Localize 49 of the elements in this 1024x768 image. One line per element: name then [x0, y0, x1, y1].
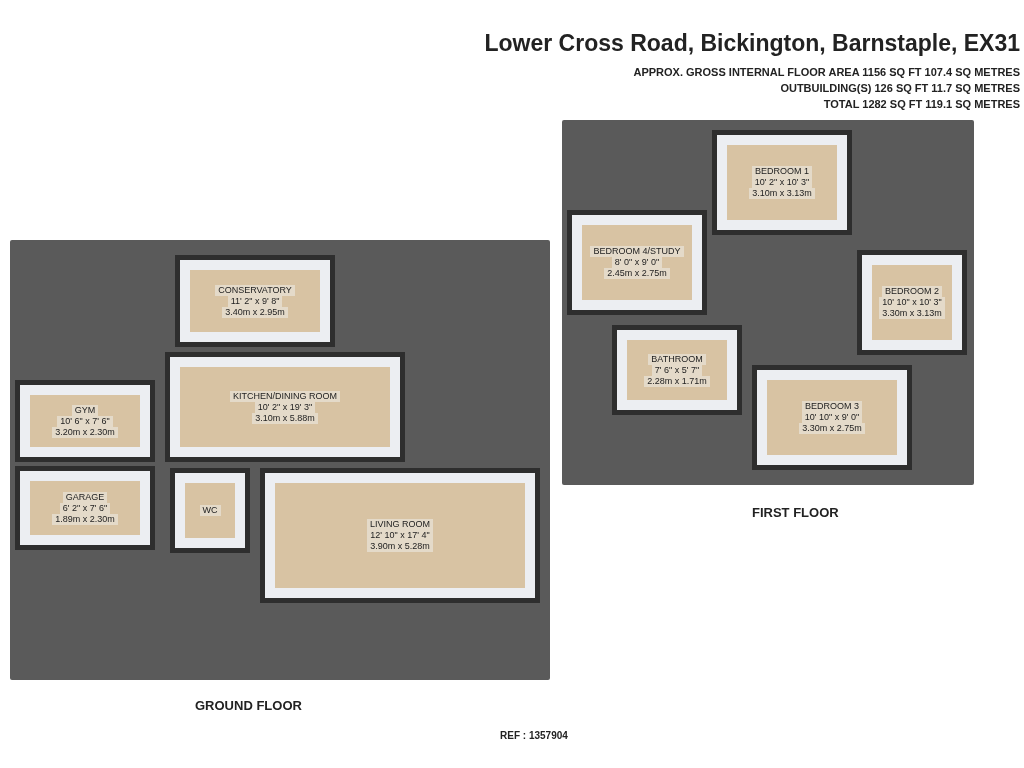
room-floor — [567, 210, 707, 315]
address-title: Lower Cross Road, Bickington, Barnstaple, EX31 — [484, 30, 1020, 57]
floor-heading: FIRST FLOOR — [752, 505, 839, 520]
imperial-dimensions: 10' 2" x 19' 3" — [254, 401, 316, 413]
imperial-dimensions: 12' 10" x 17' 4" — [367, 530, 433, 541]
imperial-dimensions: 7' 6" x 5' 7" — [651, 364, 703, 376]
imperial-dimensions: 10' 6" x 7' 6" — [57, 415, 113, 427]
room-name: BEDROOM 1 — [752, 166, 812, 177]
imperial-dimensions: 10' 10" x 10' 3" — [879, 297, 945, 308]
metric-dimensions: 3.40m x 2.95m — [222, 306, 288, 318]
room-name: BATHROOM — [648, 353, 706, 365]
room-floor — [170, 468, 250, 553]
floor-area-note: TOTAL 1282 SQ FT 119.1 SQ METRES — [823, 98, 1020, 110]
metric-dimensions: 3.30m x 3.13m — [879, 308, 945, 319]
room-floor — [612, 325, 742, 415]
imperial-dimensions: 6' 2" x 7' 6" — [59, 502, 111, 514]
room-floor — [165, 352, 405, 462]
room-floor — [15, 380, 155, 462]
room-floor — [15, 466, 155, 550]
room-name: GARAGE — [62, 491, 108, 503]
floor-area-note: OUTBUILDING(S) 126 SQ FT 11.7 SQ METRES — [780, 82, 1020, 94]
imperial-dimensions: 10' 2" x 10' 3" — [751, 177, 813, 188]
imperial-dimensions: 11' 2" x 9' 8" — [227, 295, 283, 307]
room-name: GYM — [71, 404, 99, 416]
metric-dimensions: 3.10m x 5.88m — [252, 412, 318, 424]
metric-dimensions: 2.28m x 1.71m — [644, 375, 710, 387]
room-name: WC — [199, 505, 221, 516]
metric-dimensions: 1.89m x 2.30m — [52, 513, 118, 525]
metric-dimensions: 3.10m x 3.13m — [749, 188, 815, 199]
room-floor — [712, 130, 852, 235]
room-floor — [175, 255, 335, 347]
metric-dimensions: 3.90m x 5.28m — [367, 541, 433, 552]
reference-number: REF : 1357904 — [500, 730, 568, 741]
room-name: BEDROOM 3 — [802, 401, 862, 412]
room-name: BEDROOM 2 — [882, 286, 942, 297]
room-floor — [857, 250, 967, 355]
metric-dimensions: 3.20m x 2.30m — [52, 426, 118, 438]
room-floor — [752, 365, 912, 470]
room-floor — [260, 468, 540, 603]
room-name: BEDROOM 4/STUDY — [590, 246, 684, 257]
imperial-dimensions: 10' 10" x 9' 0" — [801, 412, 863, 423]
floor-heading: GROUND FLOOR — [195, 698, 302, 713]
room-name: CONSERVATORY — [215, 284, 295, 296]
metric-dimensions: 2.45m x 2.75m — [604, 268, 670, 279]
metric-dimensions: 3.30m x 2.75m — [799, 423, 865, 434]
imperial-dimensions: 8' 0" x 9' 0" — [611, 257, 663, 268]
floor-area-note: APPROX. GROSS INTERNAL FLOOR AREA 1156 SQ FT 107.4 SQ METRES — [633, 66, 1020, 78]
room-name: LIVING ROOM — [367, 519, 433, 530]
room-name: KITCHEN/DINING ROOM — [230, 390, 340, 402]
